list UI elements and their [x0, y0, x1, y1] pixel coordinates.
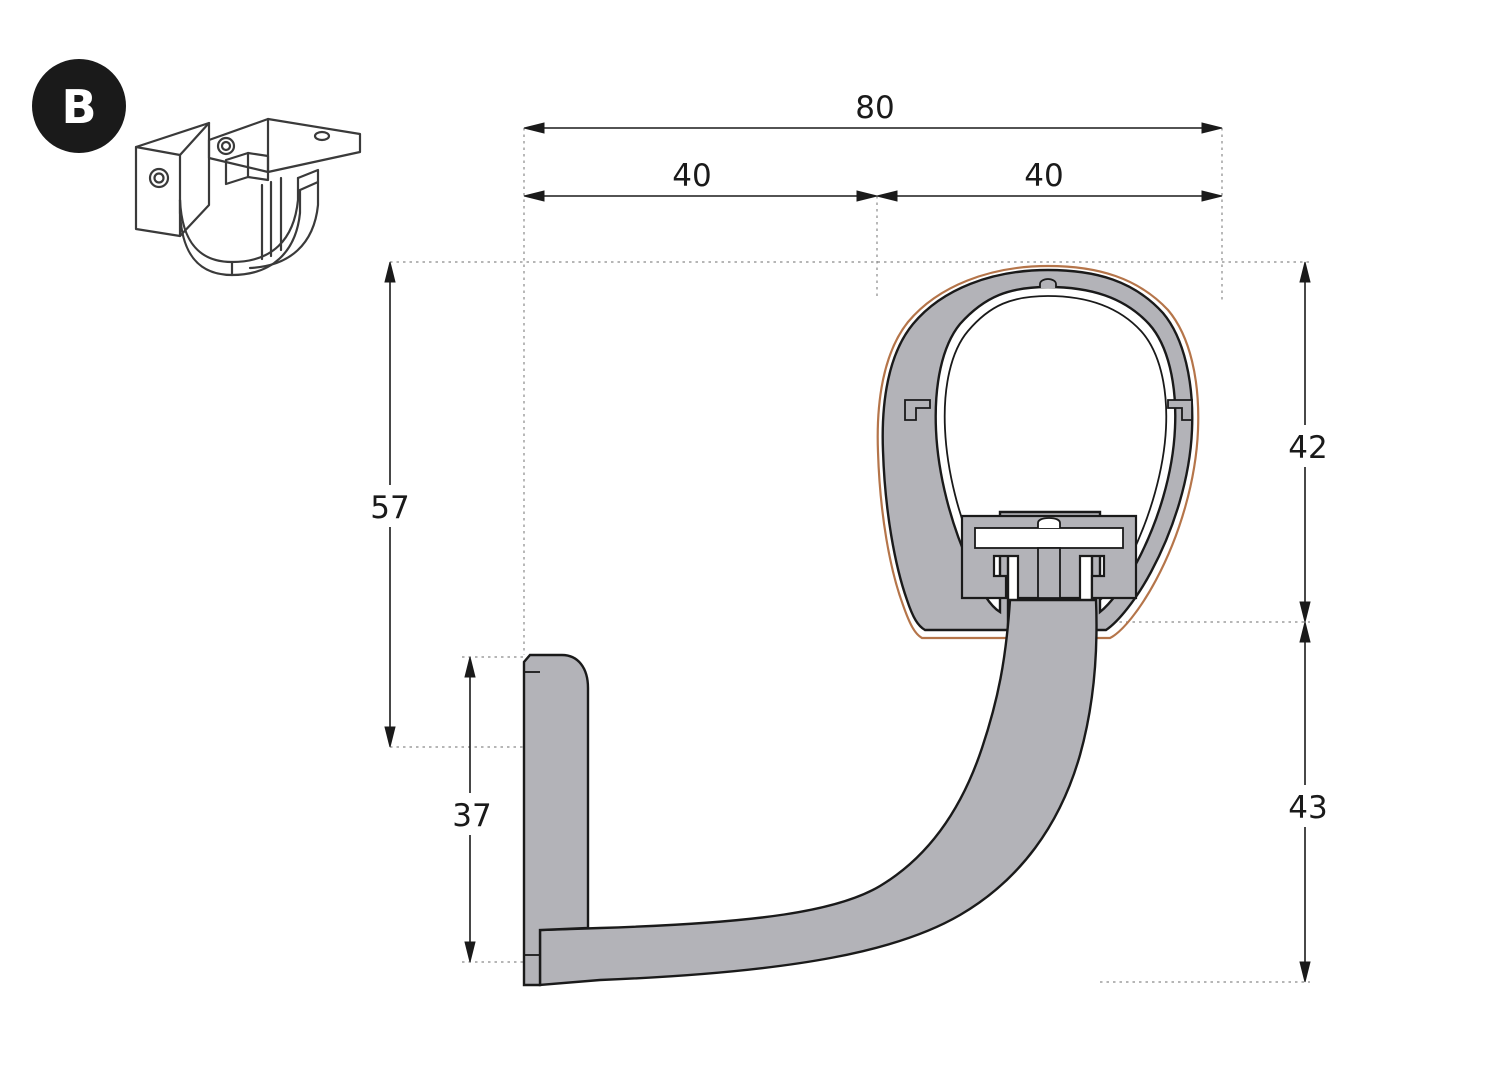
- top-notch: [1039, 278, 1057, 288]
- dimension-label-42: 42: [1288, 430, 1327, 466]
- dimension-right-half-width: [876, 190, 1223, 202]
- dimension-left-half-width: [523, 190, 878, 202]
- bracket-isometric-icon: [134, 117, 362, 277]
- dimension-label-43: 43: [1288, 790, 1327, 826]
- dimension-label-40-left: 40: [672, 158, 711, 194]
- view-badge: B: [32, 59, 126, 153]
- dimension-label-40-right: 40: [1024, 158, 1063, 194]
- view-badge-label: B: [61, 80, 96, 134]
- dimension-label-57: 57: [370, 490, 409, 526]
- profile-cross-section: [522, 264, 1200, 987]
- dimension-overall-width: [523, 122, 1223, 134]
- t-slot-inner-cavity: [974, 527, 1124, 549]
- t-slot-top-bump: [1037, 517, 1061, 528]
- t-slot-center-web: [1037, 547, 1061, 599]
- dimension-label-37: 37: [452, 798, 491, 834]
- bracket-vertical-leg: [522, 653, 590, 987]
- left-clip-tab: [904, 399, 931, 421]
- bracket-arm: [538, 598, 1098, 987]
- right-clip-tab: [1167, 399, 1193, 421]
- dimension-label-80: 80: [855, 90, 894, 126]
